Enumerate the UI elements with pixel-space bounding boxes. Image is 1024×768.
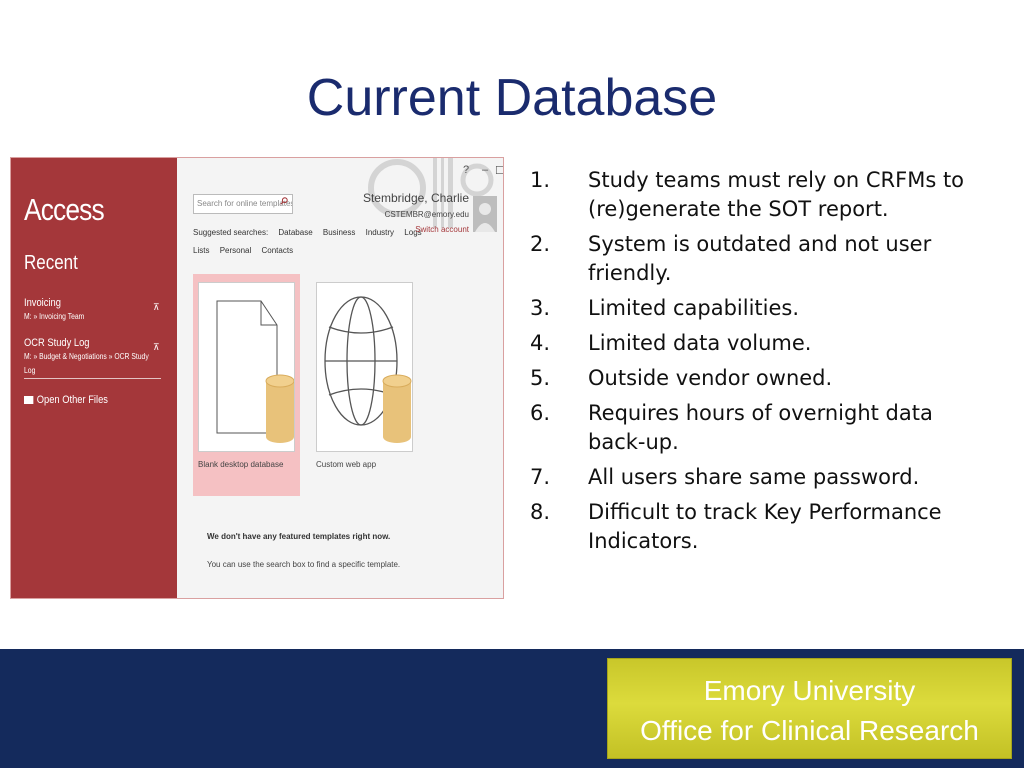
template-custom-web-app[interactable] bbox=[316, 282, 413, 452]
suggested-tag-personal[interactable]: Personal bbox=[219, 246, 252, 255]
list-text: System is outdated and not user friendly… bbox=[588, 232, 932, 285]
recent-heading: Recent bbox=[24, 252, 78, 274]
user-email: CSTEMBR@emory.edu bbox=[384, 210, 469, 219]
template-label: Custom web app bbox=[316, 460, 377, 469]
list-text: Limited capabilities. bbox=[588, 296, 800, 320]
access-backstage: ? – ☐ ✕ Search for online templates Sugg… bbox=[177, 158, 503, 598]
list-number: 1. bbox=[530, 168, 551, 192]
list-text: Difficult to track Key Performance Indic… bbox=[588, 500, 942, 553]
access-screenshot: Access Recent Invoicing M: » Invoicing T… bbox=[10, 157, 504, 599]
list-text: Study teams must rely on CRFMs to (re)ge… bbox=[588, 168, 965, 221]
search-icon[interactable] bbox=[280, 197, 288, 205]
recent-item-name: OCR Study Log bbox=[24, 337, 90, 349]
suggested-tag-business[interactable]: Business bbox=[322, 228, 356, 237]
avatar bbox=[473, 196, 497, 232]
open-other-label: Open Other Files bbox=[36, 394, 108, 406]
globe-database-icon bbox=[324, 296, 412, 443]
maximize-icon[interactable]: ☐ bbox=[495, 165, 504, 177]
suggested-searches-row2: Lists Personal Contacts bbox=[193, 246, 301, 255]
list-item: 2. System is outdated and not user friend… bbox=[530, 230, 980, 288]
open-other-files-link[interactable]: Open Other Files bbox=[24, 394, 108, 406]
recent-item-ocr-study-log[interactable]: OCR Study Log M: » Budget & Negotiations… bbox=[24, 336, 154, 378]
recent-item-invoicing[interactable]: Invoicing M: » Invoicing Team bbox=[24, 296, 84, 324]
switch-account-link[interactable]: Switch account bbox=[415, 225, 469, 234]
list-number: 4. bbox=[530, 331, 551, 355]
list-number: 7. bbox=[530, 465, 551, 489]
no-templates-hint: You can use the search box to find a spe… bbox=[207, 560, 401, 569]
list-text: Requires hours of overnight data back-up… bbox=[588, 401, 933, 454]
suggested-tag-industry[interactable]: Industry bbox=[365, 228, 395, 237]
list-item: 7. All users share same password. bbox=[530, 463, 980, 492]
list-item: 5. Outside vendor owned. bbox=[530, 364, 980, 393]
suggested-tag-database[interactable]: Database bbox=[278, 228, 313, 237]
list-text: Outside vendor owned. bbox=[588, 366, 833, 390]
template-label: Blank desktop database bbox=[198, 460, 284, 469]
no-templates-message: We don't have any featured templates rig… bbox=[207, 532, 391, 541]
footer-university: Emory University bbox=[703, 675, 916, 706]
list-item: 4. Limited data volume. bbox=[530, 329, 980, 358]
recent-item-name: Invoicing bbox=[24, 297, 61, 309]
minimize-icon[interactable]: – bbox=[482, 164, 489, 176]
list-number: 5. bbox=[530, 366, 551, 390]
app-name: Access bbox=[24, 192, 105, 227]
list-number: 2. bbox=[530, 232, 551, 256]
suggested-tag-contacts[interactable]: Contacts bbox=[261, 246, 294, 255]
user-name: Stembridge, Charlie bbox=[362, 191, 469, 205]
recent-divider bbox=[24, 378, 161, 379]
suggested-searches: Suggested searches: Database Business In… bbox=[193, 228, 430, 237]
footer-office: Office for Clinical Research bbox=[640, 715, 979, 746]
footer-org-box: Emory University Office for Clinical Res… bbox=[607, 658, 1012, 759]
pin-icon[interactable]: ⊼ bbox=[153, 342, 160, 352]
suggested-tag-logs[interactable]: Logs bbox=[404, 228, 422, 237]
folder-icon bbox=[24, 396, 34, 405]
issues-list: 1. Study teams must rely on CRFMs to (re)… bbox=[530, 166, 980, 562]
list-item: 8. Difficult to track Key Performance Ind… bbox=[530, 498, 980, 556]
list-number: 3. bbox=[530, 296, 551, 320]
list-number: 6. bbox=[530, 401, 551, 425]
person-icon bbox=[475, 203, 495, 232]
template-blank-desktop-database[interactable] bbox=[198, 282, 295, 452]
suggested-label: Suggested searches: bbox=[193, 228, 269, 237]
help-icon[interactable]: ? bbox=[463, 164, 470, 176]
suggested-tag-lists[interactable]: Lists bbox=[193, 246, 210, 255]
recent-item-path: M: » Budget & Negotiations » OCR Study L… bbox=[24, 352, 149, 375]
recent-item-path: M: » Invoicing Team bbox=[24, 312, 85, 321]
list-text: All users share same password. bbox=[588, 465, 920, 489]
decorative-pattern bbox=[368, 158, 494, 228]
list-item: 1. Study teams must rely on CRFMs to (re)… bbox=[530, 166, 980, 224]
list-item: 3. Limited capabilities. bbox=[530, 294, 980, 323]
pin-icon[interactable]: ⊼ bbox=[153, 302, 160, 312]
slide-title: Current Database bbox=[306, 69, 718, 127]
template-search-input[interactable]: Search for online templates bbox=[193, 194, 293, 214]
list-item: 6. Requires hours of overnight data back-… bbox=[530, 399, 980, 457]
blank-database-icon bbox=[216, 300, 295, 443]
list-number: 8. bbox=[530, 500, 551, 524]
access-sidebar: Access Recent Invoicing M: » Invoicing T… bbox=[11, 158, 177, 598]
list-text: Limited data volume. bbox=[588, 331, 812, 355]
